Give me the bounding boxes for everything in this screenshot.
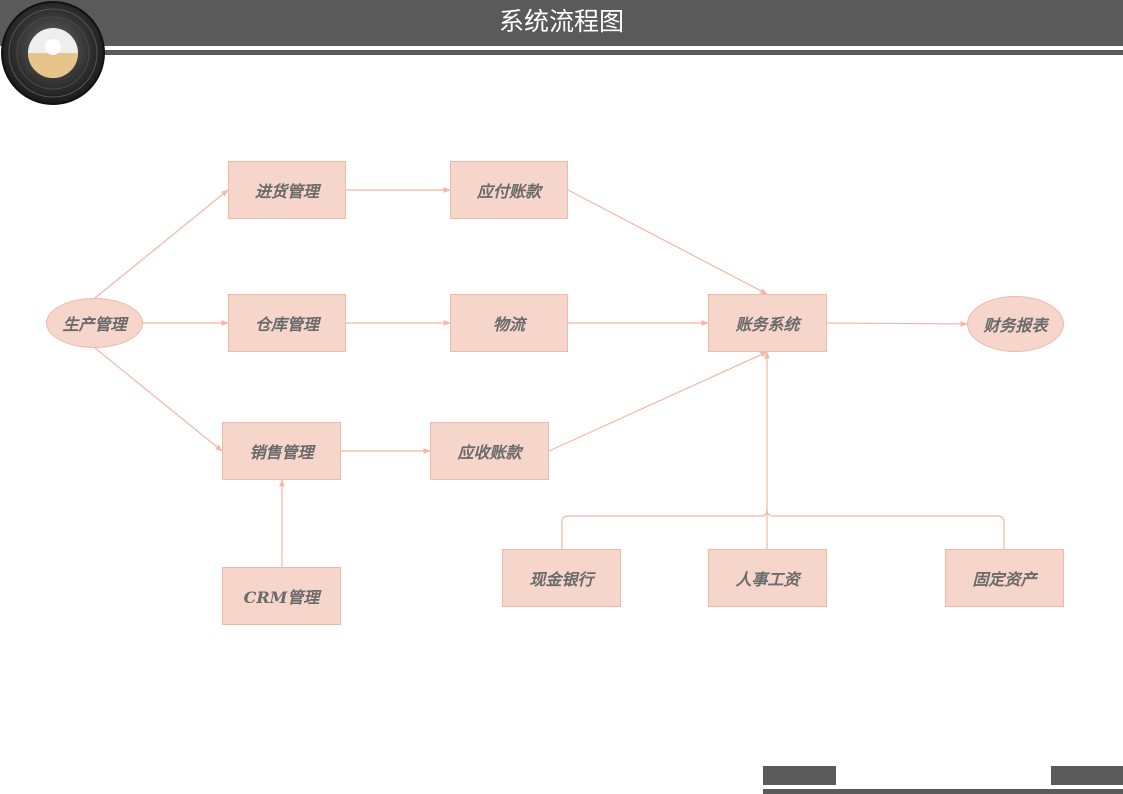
node-crm: CRM管理 <box>222 567 341 625</box>
connector-bottom-bracket <box>562 510 1004 549</box>
node-cash: 现金银行 <box>502 549 621 607</box>
node-production: 生产管理 <box>46 298 143 348</box>
node-purchase: 进货管理 <box>228 161 346 219</box>
node-report: 财务报表 <box>967 296 1064 352</box>
connector-receivable-accounting <box>549 352 767 451</box>
connector-accounting-report <box>827 323 967 324</box>
footer-line <box>763 789 1123 794</box>
node-assets: 固定资产 <box>945 549 1064 607</box>
connector-production-purchase <box>95 190 228 298</box>
node-receivable: 应收账款 <box>430 422 549 480</box>
connector-production-sales <box>95 348 222 451</box>
node-logistics: 物流 <box>450 294 568 352</box>
footer-block-right <box>1051 766 1123 785</box>
node-accounting: 账务系统 <box>708 294 827 352</box>
connector-payable-accounting <box>568 190 767 294</box>
node-hr: 人事工资 <box>708 549 827 607</box>
node-sales: 销售管理 <box>222 422 341 480</box>
node-warehouse: 仓库管理 <box>228 294 346 352</box>
footer-block-left <box>763 766 836 785</box>
node-payable: 应付账款 <box>450 161 568 219</box>
